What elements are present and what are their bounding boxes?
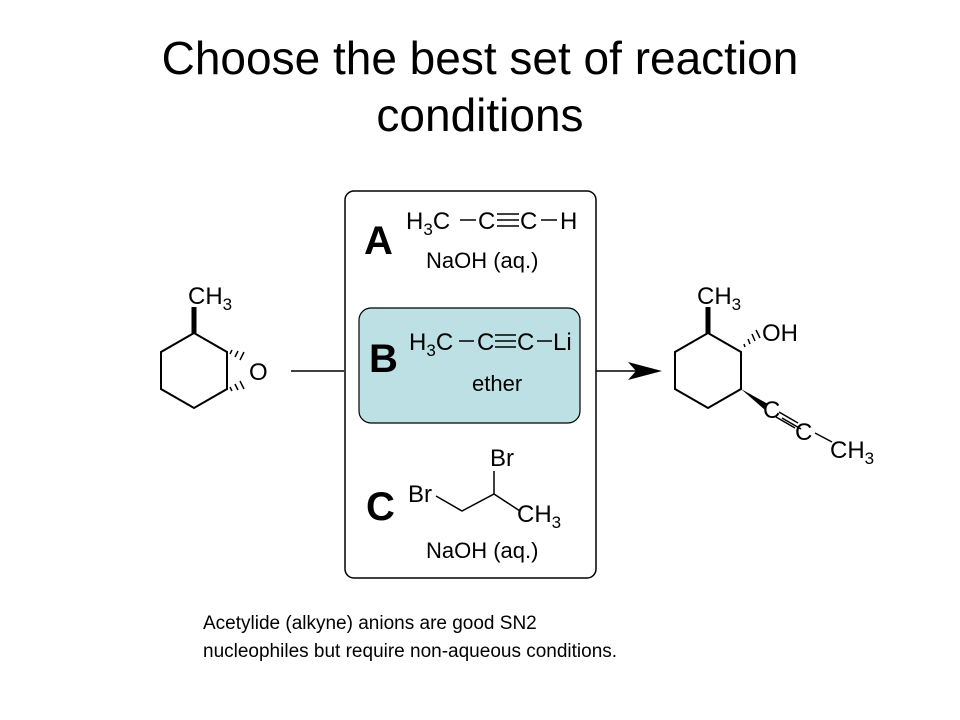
option-c-br-left: Br	[408, 481, 432, 508]
option-c[interactable]: C Br Br CH3 NaOH (aq.)	[366, 445, 561, 563]
option-b-h3c: H3C	[409, 329, 453, 360]
product-methyl-label: CH3	[697, 283, 741, 314]
option-c-conditions: NaOH (aq.)	[426, 538, 538, 563]
product-terminal-bond	[814, 432, 833, 443]
option-b-conditions: ether	[472, 371, 522, 396]
product-alkyne-wedge	[741, 389, 768, 410]
option-b-triple-bond	[495, 334, 516, 348]
option-c-br-top: Br	[490, 445, 514, 472]
option-a-c2: C	[520, 208, 537, 235]
product-triple-bond	[775, 411, 802, 430]
reactant-oxygen-label: O	[249, 359, 268, 386]
product-alkyne-c2: C	[795, 419, 812, 446]
option-c-skeleton-bonds	[435, 471, 521, 512]
product-molecule	[674, 307, 833, 443]
reactant-methyl-label: CH3	[188, 283, 232, 314]
reactant-ring-bonds	[160, 332, 228, 410]
reaction-arrow-head	[628, 362, 662, 380]
explanation-text: Acetylide (alkyne) anions are good SN2 n…	[203, 610, 803, 666]
product-ring-bonds	[674, 332, 742, 410]
option-a[interactable]: A H3C C C H NaOH (aq.)	[364, 208, 577, 273]
product-alkyne-c1: C	[763, 397, 780, 424]
product-hydroxyl-hash	[743, 329, 761, 348]
option-b-end: Li	[553, 329, 572, 356]
option-a-triple-bond	[497, 213, 519, 227]
option-b-c1: C	[477, 329, 494, 356]
option-a-h3c: H3C	[406, 208, 450, 239]
option-a-end: H	[560, 208, 577, 235]
reactant-molecule	[160, 307, 245, 410]
option-a-c1: C	[478, 208, 495, 235]
title-line-1: Choose the best set of reaction	[161, 32, 799, 84]
option-b[interactable]: B H3C C C Li ether	[358, 307, 581, 424]
explanation-line-2: nucleophiles but require non-aqueous con…	[203, 641, 618, 662]
slide-title: Choose the best set of reaction conditio…	[0, 30, 960, 144]
option-b-c2: C	[517, 329, 534, 356]
product-hydroxyl-label: OH	[762, 320, 798, 347]
title-line-2: conditions	[376, 89, 584, 141]
option-c-ch3: CH3	[517, 501, 561, 532]
option-a-conditions: NaOH (aq.)	[426, 248, 538, 273]
option-c-letter: C	[366, 485, 395, 529]
explanation-line-1: Acetylide (alkyne) anions are good SN2	[203, 613, 537, 634]
option-a-letter: A	[364, 219, 393, 263]
product-terminal-methyl: CH3	[830, 437, 874, 468]
option-b-highlight	[358, 307, 581, 424]
option-b-letter: B	[369, 337, 398, 381]
reactant-hashed-bonds	[229, 349, 245, 392]
